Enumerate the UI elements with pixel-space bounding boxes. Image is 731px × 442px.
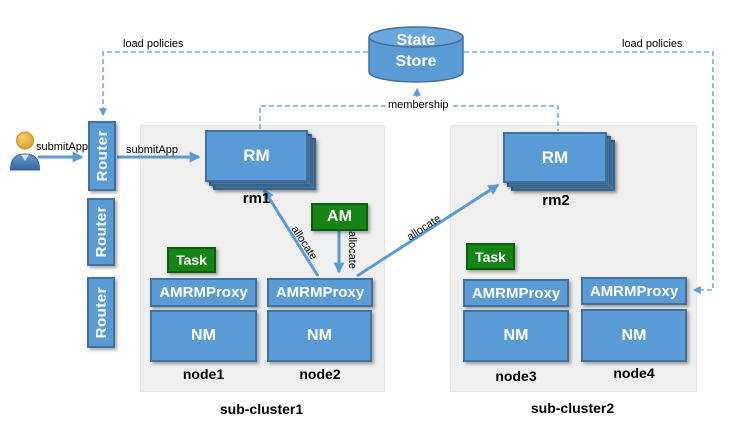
nm-label-node2: NM bbox=[307, 327, 332, 344]
nm-box-node1: NM bbox=[150, 310, 257, 362]
task-label-node3: Task bbox=[475, 248, 506, 265]
allocate-arrow-proxy-to-rm2 bbox=[356, 183, 500, 278]
submit-app-label-user: submitApp bbox=[36, 141, 88, 153]
am-box: AM bbox=[311, 203, 368, 231]
nm-box-node2: NM bbox=[267, 310, 372, 362]
state-store-label-line1: State bbox=[396, 32, 436, 49]
task-box-node1: Task bbox=[167, 247, 216, 273]
submit-app-label-router: submitApp bbox=[126, 144, 178, 156]
node2-label: node2 bbox=[299, 366, 341, 382]
allocate-arrow-proxy-to-rm1 bbox=[262, 188, 320, 277]
rm1-name-label: rm1 bbox=[242, 190, 271, 207]
rm2-name-label: rm2 bbox=[542, 192, 570, 209]
amrmproxy-label-node4: AMRMProxy bbox=[589, 282, 679, 300]
node3-label: node3 bbox=[495, 368, 537, 384]
load-policies-label-right: load policies bbox=[622, 38, 683, 50]
router-box-2: Router bbox=[87, 198, 115, 266]
amrmproxy-label-node2: AMRMProxy bbox=[275, 284, 365, 301]
load-policies-label-left: load policies bbox=[123, 38, 184, 50]
amrmproxy-box-node2: AMRMProxy bbox=[267, 278, 373, 307]
router-box-3: Router bbox=[87, 277, 115, 348]
amrmproxy-label-node1: AMRMProxy bbox=[159, 284, 248, 301]
router-box-1: Router bbox=[88, 121, 116, 191]
nm-label-node4: NM bbox=[621, 326, 647, 344]
nm-label-node1: NM bbox=[191, 327, 216, 344]
router-1-label: Router bbox=[93, 130, 111, 182]
sub-cluster2-label: sub-cluster2 bbox=[530, 400, 615, 416]
task-label-node1: Task bbox=[176, 252, 207, 268]
load-policies-wire-left bbox=[99, 51, 368, 117]
rm1-label: RM bbox=[243, 146, 270, 165]
node4-label: node4 bbox=[613, 365, 655, 381]
router-3-label: Router bbox=[92, 286, 110, 339]
sub-cluster1-label: sub-cluster1 bbox=[219, 401, 304, 417]
membership-label: membership bbox=[386, 99, 451, 111]
rm1-stack: RM bbox=[205, 130, 317, 191]
nm-box-node4: NM bbox=[581, 309, 687, 362]
nm-label-node3: NM bbox=[503, 327, 529, 344]
amrmproxy-box-node1: AMRMProxy bbox=[150, 278, 257, 307]
amrmproxy-box-node4: AMRMProxy bbox=[581, 277, 687, 305]
state-store: State Store bbox=[366, 25, 466, 85]
router-2-label: Router bbox=[92, 206, 110, 258]
load-policies-wire-right bbox=[464, 51, 714, 294]
rm2-label: RM bbox=[541, 147, 569, 167]
am-label: AM bbox=[327, 208, 352, 225]
rm2-stack: RM bbox=[503, 132, 616, 192]
task-box-node3: Task bbox=[466, 243, 515, 270]
node1-label: node1 bbox=[182, 366, 225, 382]
allocate-label-am: allocate bbox=[346, 231, 358, 269]
user-icon bbox=[9, 131, 41, 171]
rm2-box: RM bbox=[503, 132, 607, 183]
state-store-label-line2: Store bbox=[395, 53, 437, 70]
amrmproxy-box-node3: AMRMProxy bbox=[463, 279, 569, 307]
nm-box-node3: NM bbox=[463, 310, 569, 362]
state-store-cylinder bbox=[368, 26, 464, 83]
rm1-box: RM bbox=[205, 130, 308, 182]
amrmproxy-label-node3: AMRMProxy bbox=[471, 284, 561, 302]
